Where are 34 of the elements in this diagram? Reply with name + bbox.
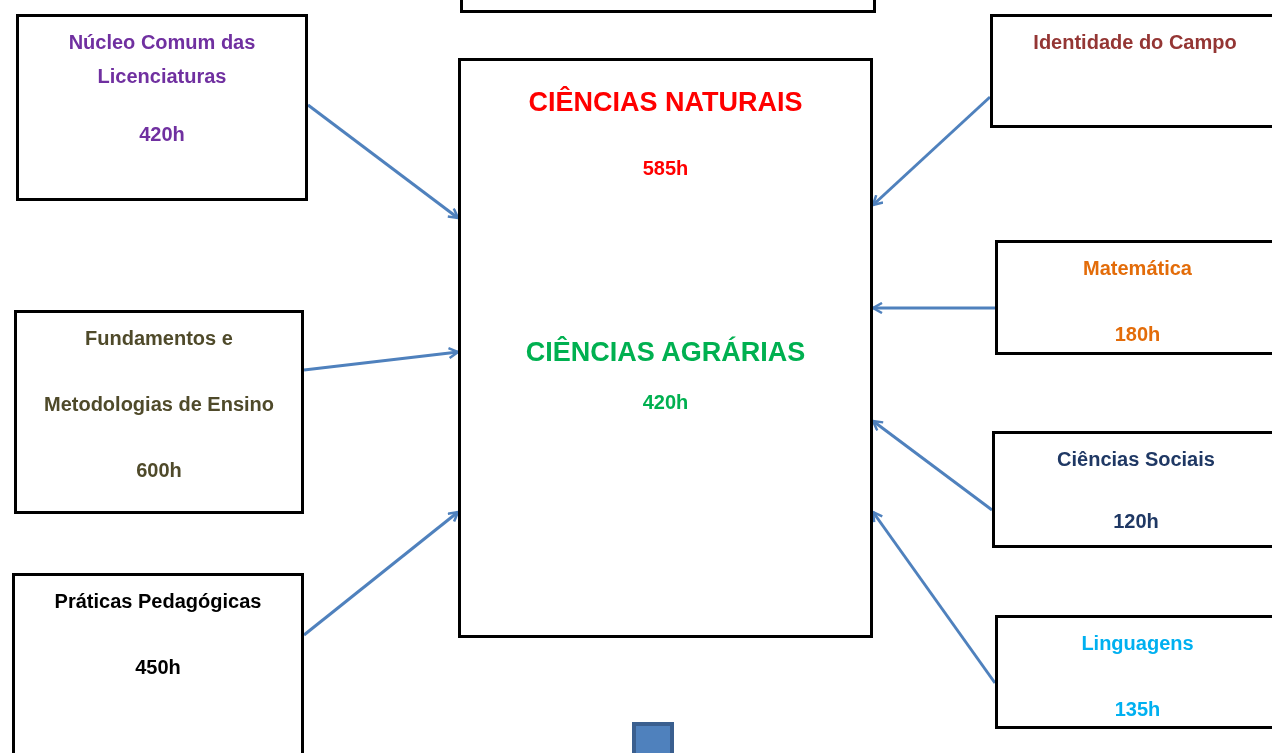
text-label: Núcleo Comum das Licenciaturas: [67, 30, 257, 89]
text-label: CIÊNCIAS AGRÁRIAS: [524, 335, 807, 369]
text-label: Identidade do Campo: [1032, 30, 1238, 55]
text-label: CIÊNCIAS NATURAIS: [527, 85, 804, 119]
text-box: [990, 14, 1272, 128]
arrow: [871, 510, 997, 684]
arrow: [303, 510, 460, 637]
text-label: 135h: [1113, 697, 1162, 722]
text-label: 420h: [138, 122, 186, 147]
text-label: Linguagens: [1080, 631, 1195, 656]
arrow: [871, 301, 995, 315]
text-label: 600h: [135, 458, 183, 483]
text-label: Matemática: [1082, 256, 1193, 281]
text-box: [995, 240, 1272, 355]
text-label: 180h: [1113, 322, 1162, 347]
arrow: [871, 419, 993, 512]
text-label: 585h: [641, 156, 690, 181]
text-box: [992, 431, 1272, 548]
text-box: [995, 615, 1272, 729]
text-label: Ciências Sociais: [1056, 447, 1216, 472]
text-label: 120h: [1112, 509, 1160, 534]
text-box: [14, 310, 304, 514]
text-label: 420h: [641, 390, 690, 415]
text-box: [12, 573, 304, 753]
text-label: 450h: [134, 655, 182, 680]
text-box: [458, 58, 873, 638]
text-label: Fundamentos e: [84, 326, 234, 351]
arrow: [303, 346, 460, 372]
empty-box: [632, 722, 674, 753]
arrow: [307, 103, 460, 220]
text-label: Metodologias de Ensino: [43, 392, 275, 417]
text-label: Práticas Pedagógicas: [53, 589, 263, 614]
text-box: [16, 14, 308, 201]
arrow: [871, 95, 991, 207]
